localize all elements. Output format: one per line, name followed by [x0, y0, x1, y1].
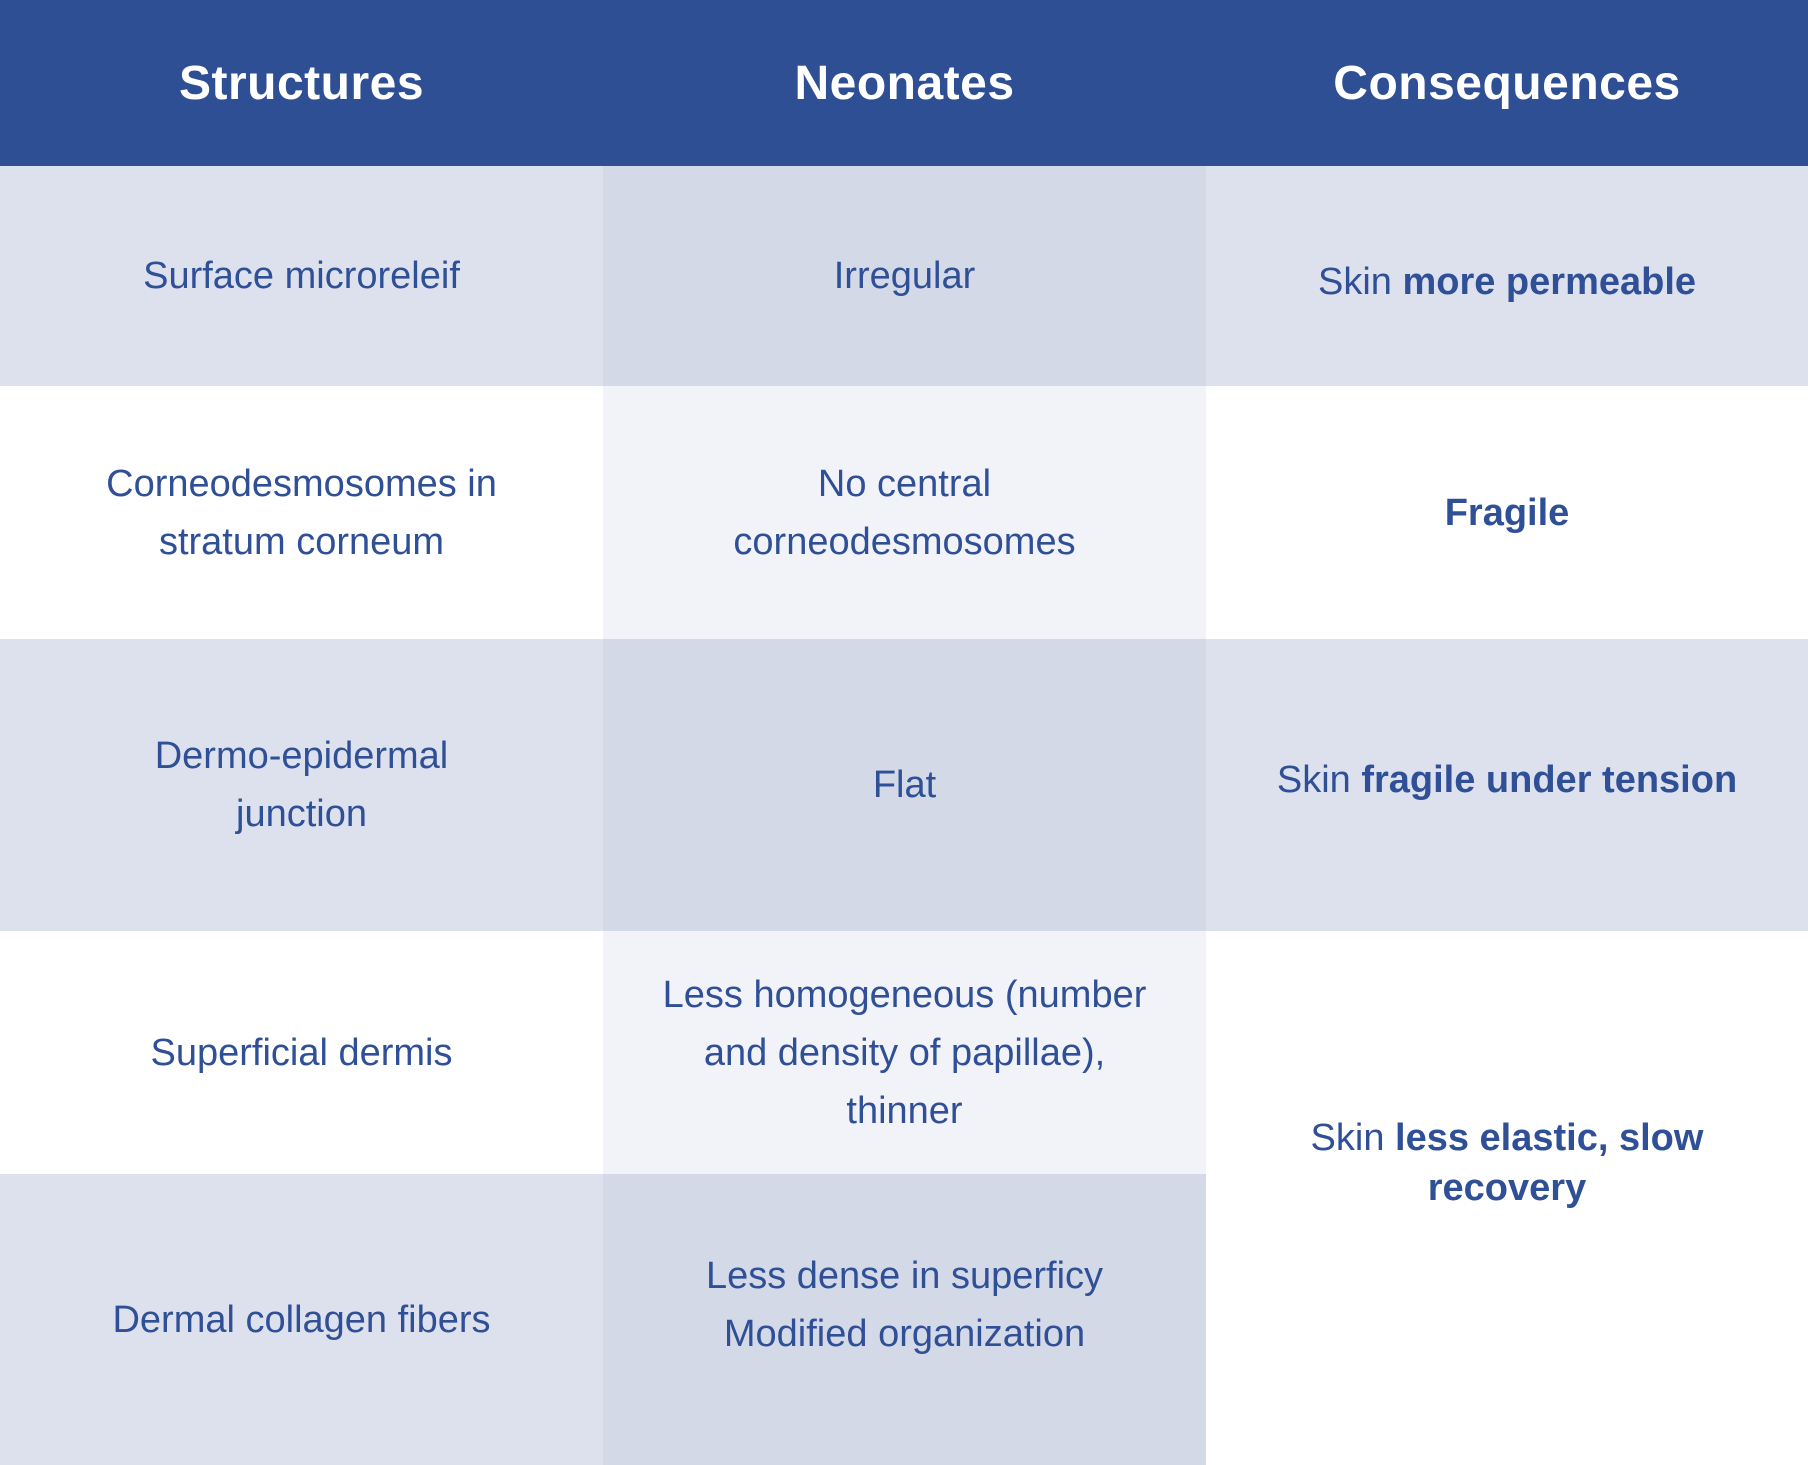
consequence-prefix: Skin	[1310, 1117, 1396, 1159]
consequence-emphasis: recovery	[1427, 1167, 1587, 1209]
neonates-text: No central	[817, 462, 992, 505]
structure-text: Surface microreleif	[143, 255, 460, 297]
neonates-cell: Irregular	[603, 166, 1206, 386]
neonates-text: corneodesmosomes	[733, 520, 1076, 563]
structure-cell: Dermal collagen fibers	[0, 1174, 603, 1465]
structure-text: Dermal collagen fibers	[112, 1298, 491, 1341]
neonates-text: Modified organization	[723, 1312, 1086, 1355]
header-consequences: Consequences	[1206, 0, 1808, 166]
consequence-cell: Skin more permeable	[1206, 166, 1808, 386]
structure-text: stratum corneum	[158, 520, 445, 563]
consequence-emphasis: more permeable	[1402, 261, 1697, 303]
neonates-text: Less homogeneous (number	[662, 973, 1147, 1016]
structure-text: Superficial dermis	[150, 1031, 453, 1074]
consequence-emphasis: fragile under tension	[1361, 759, 1738, 801]
neonates-text: and density of papillae),	[703, 1031, 1106, 1074]
neonates-text: Irregular	[833, 255, 976, 297]
consequence-cell: Fragile	[1206, 386, 1808, 639]
consequence-cell: Skin less elastic, slow recovery	[1206, 931, 1808, 1465]
consequence-prefix: Skin	[1276, 759, 1362, 801]
structure-cell: Surface microreleif	[0, 166, 603, 386]
structure-cell: Corneodesmosomes in stratum corneum	[0, 386, 603, 639]
structure-cell: Dermo-epidermal junction	[0, 639, 603, 931]
consequence-emphasis: less elastic, slow	[1395, 1117, 1704, 1159]
neonates-text: Flat	[872, 764, 937, 806]
consequence-cell: Skin fragile under tension	[1206, 639, 1808, 931]
header-neonates: Neonates	[603, 0, 1206, 166]
structure-text: Corneodesmosomes in	[106, 462, 497, 505]
neonates-cell: Less homogeneous (number and density of …	[603, 931, 1206, 1174]
structure-cell: Superficial dermis	[0, 931, 603, 1174]
neonates-cell: Flat	[603, 639, 1206, 931]
consequence-emphasis: Fragile	[1444, 491, 1570, 534]
neonates-text: Less dense in superficy	[705, 1254, 1104, 1297]
consequence-prefix: Skin	[1317, 261, 1403, 303]
neonates-cell: No central corneodesmosomes	[603, 386, 1206, 639]
header-structures: Structures	[0, 0, 603, 166]
neonates-cell: Less dense in superficy Modified organiz…	[603, 1174, 1206, 1465]
structure-text: Dermo-epidermal	[154, 735, 449, 777]
structure-text: junction	[236, 793, 367, 835]
neonates-text: thinner	[846, 1089, 963, 1132]
